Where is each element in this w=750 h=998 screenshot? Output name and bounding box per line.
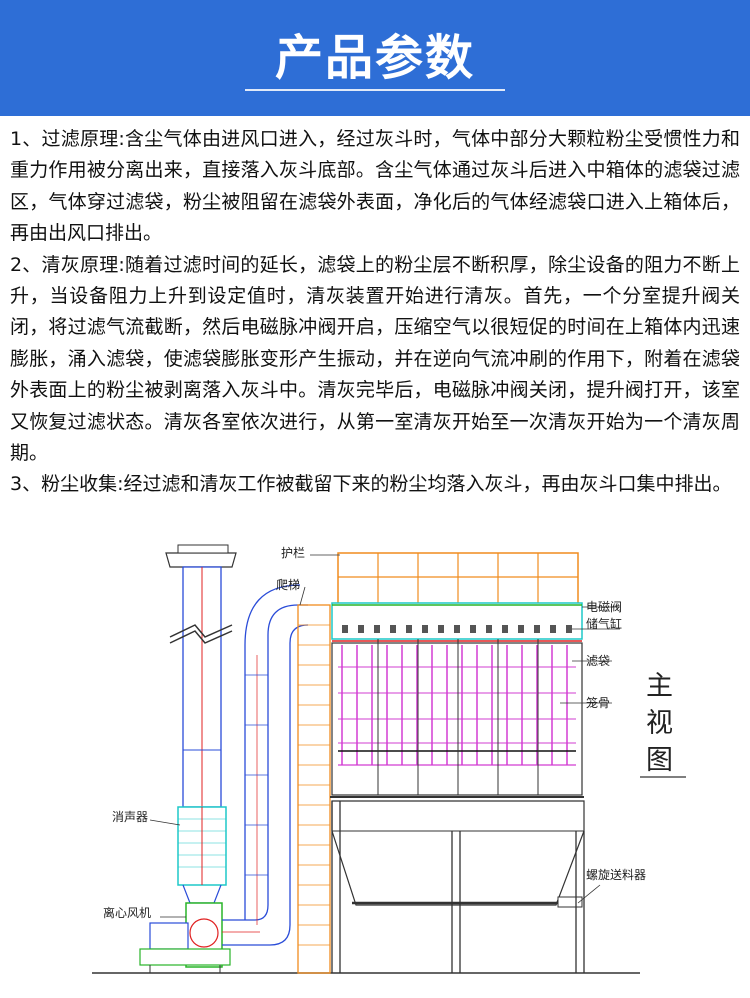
view-title-char-2: 视 [646, 708, 673, 739]
inlet-duct-2 [222, 624, 309, 946]
fan-outlet [182, 884, 222, 904]
label-cage: 笼骨 [586, 695, 610, 710]
diagram-svg: 护栏 爬梯 电磁阀 储气缸 滤袋 笼骨 消声器 离心风机 螺旋送料器 主 视 图 [92, 544, 686, 974]
fan-motor [149, 922, 189, 950]
title-underline [245, 89, 505, 91]
description-text: 1、过滤原理:含尘气体由进风口进入，经过灰斗时，气体中部分大颗粒粉尘受惯性力和重… [10, 124, 740, 501]
header-banner: 产品参数 [0, 0, 750, 116]
stack-cap-top [177, 544, 229, 554]
paragraph-filtration: 1、过滤原理:含尘气体由进风口进入，经过灰斗时，气体中部分大颗粒粉尘受惯性力和重… [10, 128, 740, 245]
conveyor-motor [557, 896, 583, 908]
fan-base [139, 948, 231, 966]
page-title: 产品参数 [274, 30, 475, 86]
view-title-char-1: 主 [646, 671, 673, 702]
paragraph-cleaning: 2、清灰原理:随着过滤时间的延长，滤袋上的粉尘层不断积厚，除尘设备的阻力不断上升… [10, 253, 740, 465]
label-guardrail: 护栏 [281, 545, 305, 560]
inlet-duct [222, 604, 308, 921]
label-silencer: 消声器 [112, 810, 148, 824]
break-symbol [169, 624, 233, 638]
filter-bags [341, 645, 568, 765]
paragraph-dust-collection: 3、粉尘收集:经过滤和清灰工作被截留下来的粉尘均落入灰斗，再由灰斗口集中排出。 [10, 473, 732, 496]
label-screw-conveyor: 螺旋送料器 [586, 867, 646, 882]
break-symbol-2 [169, 630, 233, 644]
duct-elbow [244, 584, 301, 920]
ladder-rungs [298, 624, 330, 946]
ladder [297, 604, 331, 974]
label-fan: 离心风机 [103, 905, 151, 920]
label-air-tank: 储气缸 [586, 616, 622, 631]
label-solenoid-valve: 电磁阀 [586, 599, 622, 614]
label-filter-bag: 滤袋 [586, 654, 610, 668]
stack-cap [165, 552, 237, 568]
view-title-char-3: 图 [646, 745, 673, 776]
ash-hopper [331, 800, 585, 906]
label-ladder: 爬梯 [276, 578, 300, 592]
dust-collector-diagram: 护栏 爬梯 电磁阀 储气缸 滤袋 笼骨 消声器 离心风机 螺旋送料器 主 视 图 [0, 525, 750, 994]
upper-box [331, 602, 583, 640]
pulse-valves [342, 625, 572, 633]
support-legs [331, 801, 585, 973]
